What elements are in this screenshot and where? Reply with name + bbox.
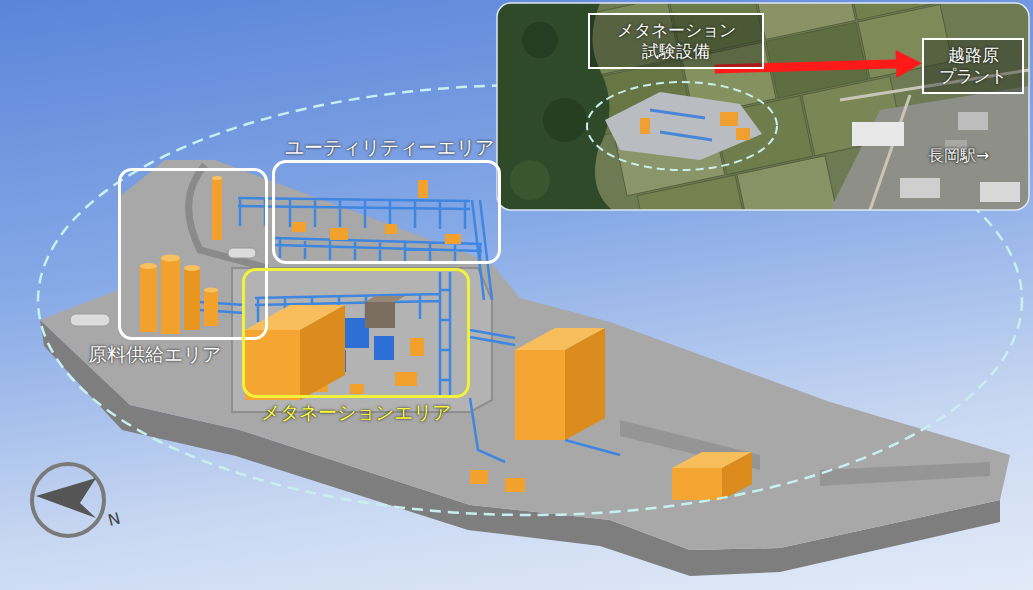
aerial-photo (497, 3, 1029, 210)
place-label: 長岡駅→ (928, 146, 989, 167)
inset-border (497, 3, 1029, 210)
area-label: ユーティリティーエリア (285, 136, 494, 158)
column-top (212, 176, 222, 180)
box-front (515, 350, 565, 440)
equipment (292, 222, 306, 232)
test-facility-equipment (640, 118, 650, 134)
callout-label: メタネーション 試験設備 (598, 20, 754, 62)
pipe-racks (200, 198, 620, 462)
equipment (505, 478, 525, 492)
zoom-ellipse-small (587, 82, 777, 170)
equipment (350, 384, 364, 394)
compass-needle (36, 478, 96, 518)
building (958, 112, 988, 130)
compass-ring (32, 464, 104, 536)
area-frame: メタネーションエリア (242, 268, 470, 398)
blue-equipment (374, 336, 394, 360)
area-label: メタネーションエリア (261, 401, 451, 423)
callout-box: 越路原 プラント (922, 38, 1024, 94)
equipment (410, 338, 424, 356)
tank (184, 268, 200, 330)
terrace-wall (189, 165, 268, 268)
equipment (445, 234, 461, 244)
area-label: 原料供給エリア (88, 343, 221, 365)
tree (522, 22, 558, 58)
equipment (418, 180, 428, 198)
callout-box: メタネーション 試験設備 (588, 13, 764, 69)
test-facility-equipment (736, 128, 750, 140)
gray-equipment (365, 296, 405, 302)
tree (543, 98, 587, 142)
building (980, 182, 1020, 202)
compass-letter: N (106, 509, 122, 530)
test-facility-pipe (660, 132, 712, 140)
methanation-pit (232, 268, 492, 412)
column (212, 178, 222, 240)
tank-truck (228, 248, 256, 258)
town (830, 86, 1029, 210)
tank-top (204, 287, 218, 292)
tank (161, 258, 180, 334)
test-facility (605, 92, 762, 160)
box-side (565, 328, 605, 440)
box-front (672, 468, 722, 500)
test-facility-pipe (650, 110, 705, 118)
tree (510, 160, 550, 200)
tank (140, 266, 157, 332)
pipe-rack (472, 200, 492, 300)
equipment (470, 470, 488, 484)
arrowhead (896, 50, 922, 78)
platform-top (40, 160, 1010, 550)
test-facility-equipment (720, 112, 738, 126)
gray-equipment (365, 302, 395, 328)
equipment (330, 228, 348, 240)
tank-top (140, 263, 157, 269)
tank-top (184, 265, 200, 271)
building (852, 122, 904, 146)
equipment (395, 372, 417, 386)
box-front (245, 330, 300, 400)
field (737, 156, 840, 210)
box-side (300, 305, 345, 400)
area-frame: 原料供給エリア (118, 168, 268, 340)
building (900, 178, 940, 198)
field (637, 175, 749, 210)
compass-letter: N (106, 509, 122, 530)
tank-top (161, 255, 180, 262)
tank-truck (70, 314, 110, 326)
equipment (385, 224, 397, 234)
pipe (200, 302, 620, 462)
box-side (722, 452, 752, 500)
tank (204, 290, 218, 326)
area-frame: ユーティリティーエリア (272, 160, 501, 264)
place-label: 長岡駅→ (928, 146, 989, 167)
callout-label: 越路原 プラント (932, 45, 1014, 87)
orange-equipment (292, 180, 525, 492)
